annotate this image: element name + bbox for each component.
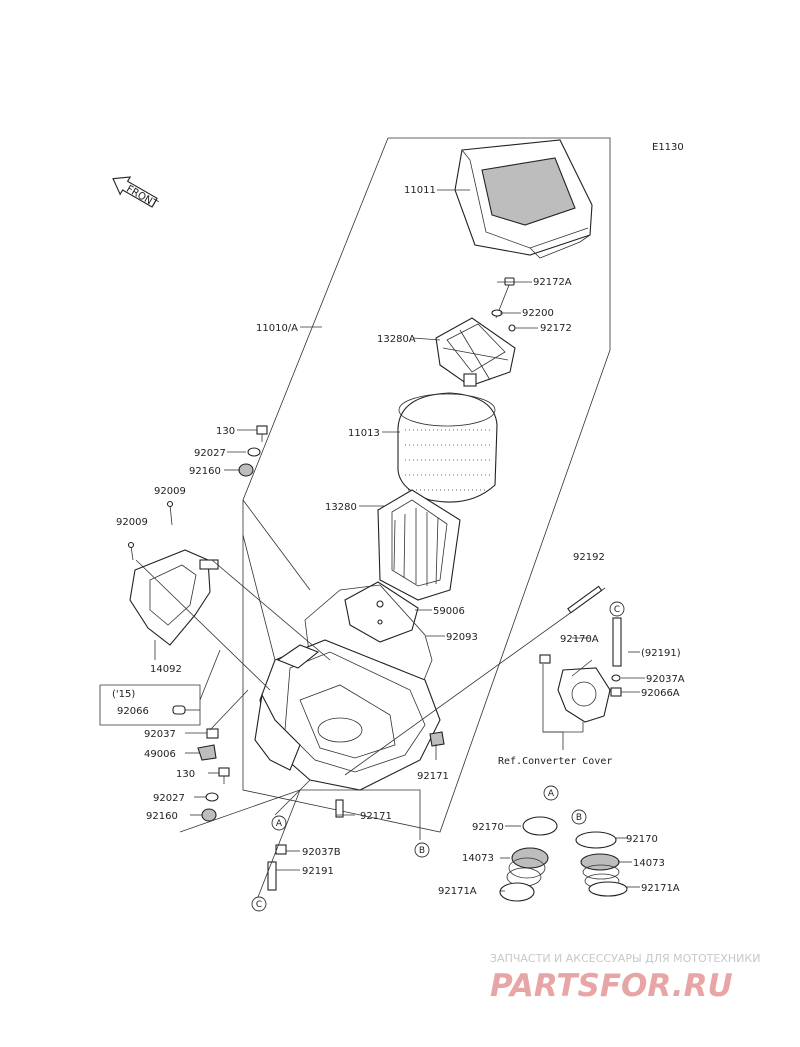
bolt-130-bottom [218,767,230,784]
bolt-130-top [256,425,268,442]
label-note-15: ('15) [112,689,135,700]
label-92191-ref: (92191) [641,648,681,659]
watermark-brand: PARTSFOR.RU [490,968,733,1004]
clamp-92170-right [575,831,617,849]
tube-92191-ref [612,617,622,667]
label-13280A: 13280A [377,334,416,345]
label-92171-mid: 92171 [417,771,449,782]
tube-92171-low [335,799,344,818]
label-92066: 92066 [117,706,149,717]
label-92160-bottom: 92160 [146,811,178,822]
grommet-92160-bottom [201,808,217,822]
bolt-92172A [495,277,515,319]
label-130-top: 130 [216,426,235,437]
screw-92009-b [127,541,135,561]
svg-text:B: B [419,846,425,856]
watermark-subtitle: ЗАПЧАСТИ И АКСЕССУАРЫ ДЛЯ МОТОТЕХНИКИ [490,952,760,965]
label-92027-top: 92027 [194,448,226,459]
air-cleaner-case [254,639,441,791]
svg-text:A: A [548,789,555,799]
callout-c-left: C [251,896,267,912]
callout-a-left: A [271,815,287,831]
label-92171A-left: 92171A [438,886,477,897]
label-92037B: 92037B [302,847,341,858]
label-59006: 59006 [433,606,465,617]
clamp-92170-left [522,816,558,836]
grommet-92160-top [238,463,254,477]
label-92037: 92037 [144,729,176,740]
clip-92037B [275,844,287,855]
part-49006 [197,744,217,761]
label-92009-a: 92009 [154,486,186,497]
label-92093: 92093 [446,632,478,643]
label-13280: 13280 [325,502,357,513]
diagram-code: E1130 [652,142,684,153]
label-11011: 11011 [404,185,436,196]
screw-92172 [508,324,516,332]
label-92192: 92192 [573,552,605,563]
label-92027-bottom: 92027 [153,793,185,804]
label-92191: 92191 [302,866,334,877]
front-arrow-icon: FRONT [112,176,160,211]
label-92172A: 92172A [533,277,572,288]
label-14073-right: 14073 [633,858,665,869]
label-92171-low: 92171 [360,811,392,822]
callout-c-right: C [609,601,625,617]
duct-14092 [129,549,219,646]
label-11013: 11013 [348,428,380,439]
filter-frame-13280 [377,489,461,601]
label-92009-b: 92009 [116,517,148,528]
label-92066A: 92066A [641,688,680,699]
plug-92066 [172,705,186,715]
converter-cover [539,654,611,723]
svg-text:C: C [614,605,620,615]
svg-text:C: C [256,900,262,910]
hose-92192 [344,587,606,776]
label-11010A: 11010/A [256,323,298,334]
clip-92037A [611,674,621,682]
callout-b-right: B [571,809,587,825]
ref-bracket [542,664,564,750]
plate-59006 [344,581,419,643]
tube-92191 [267,861,277,891]
callout-b-left: B [414,842,430,858]
air-cleaner-cover [454,139,593,259]
foam-element-11013 [397,392,498,503]
plug-92066A [610,687,622,697]
collar-92027-bottom [205,792,219,802]
clamp-92171-mid [429,731,445,747]
label-92160-top: 92160 [189,466,221,477]
label-92171A-right: 92171A [641,883,680,894]
leader-lines [99,189,645,898]
ref-converter-cover-label: Ref.Converter Cover [498,756,612,767]
filter-holder-13280A [435,317,516,387]
label-92172: 92172 [540,323,572,334]
label-130-bottom: 130 [176,769,195,780]
hose-end-92192 [567,585,603,614]
screw-92009-a [166,500,174,526]
label-92170-right: 92170 [626,834,658,845]
boot-14073-left [506,847,549,887]
label-92200: 92200 [522,308,554,319]
callout-a-top: A [543,785,559,801]
label-92170A: 92170A [560,634,599,645]
label-92170-left: 92170 [472,822,504,833]
front-label: FRONT [124,184,160,211]
label-14073-left: 14073 [462,853,494,864]
svg-text:A: A [276,819,283,829]
svg-text:B: B [576,813,582,823]
collar-92027-top [247,447,261,457]
label-92037A: 92037A [646,674,685,685]
label-14092: 14092 [150,664,182,675]
clip-92037 [206,728,219,739]
label-49006: 49006 [144,749,176,760]
clamp-92171A-right [588,881,628,897]
clamp-92171A-left [499,882,535,902]
